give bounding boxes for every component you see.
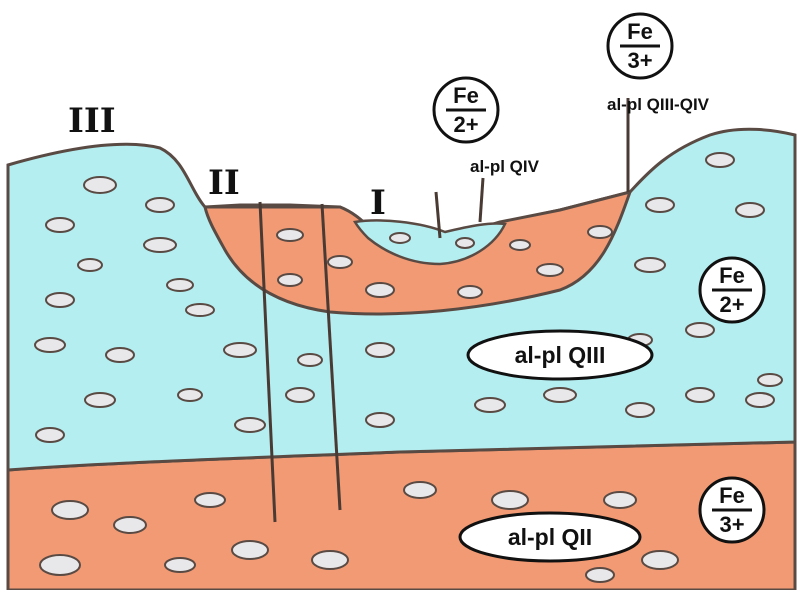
valency-badge-fe-2-top: Fe 2+ [434,78,498,142]
valency-charge: 2+ [453,112,478,137]
valency-element: Fe [719,263,745,288]
valency-badge-fe-3-bottom: Fe 3+ [700,478,764,542]
label-al-pl-qii: al-pl QII [508,524,592,550]
valency-badge-fe-2-middle: Fe 2+ [700,258,764,322]
oval-label-qiii: al-pl QIII [468,331,652,379]
label-al-pl-qiii: al-pl QIII [515,342,606,368]
valency-element: Fe [453,83,479,108]
terrace-label-iii: III [68,101,116,141]
valency-charge: 2+ [719,292,744,317]
terrace-label-i: I [370,183,386,223]
valency-element: Fe [719,483,745,508]
valency-badge-fe-3-top: Fe 3+ [608,14,672,78]
terrace-label-ii: II [208,163,240,203]
label-al-pl-qiii-qiv: al-pl QIII-QIV [607,95,710,114]
valency-element: Fe [627,19,653,44]
label-al-pl-qiv: al-pl QIV [470,157,540,176]
valency-charge: 3+ [719,512,744,537]
oval-label-qii: al-pl QII [460,513,640,561]
valency-charge: 3+ [627,48,652,73]
